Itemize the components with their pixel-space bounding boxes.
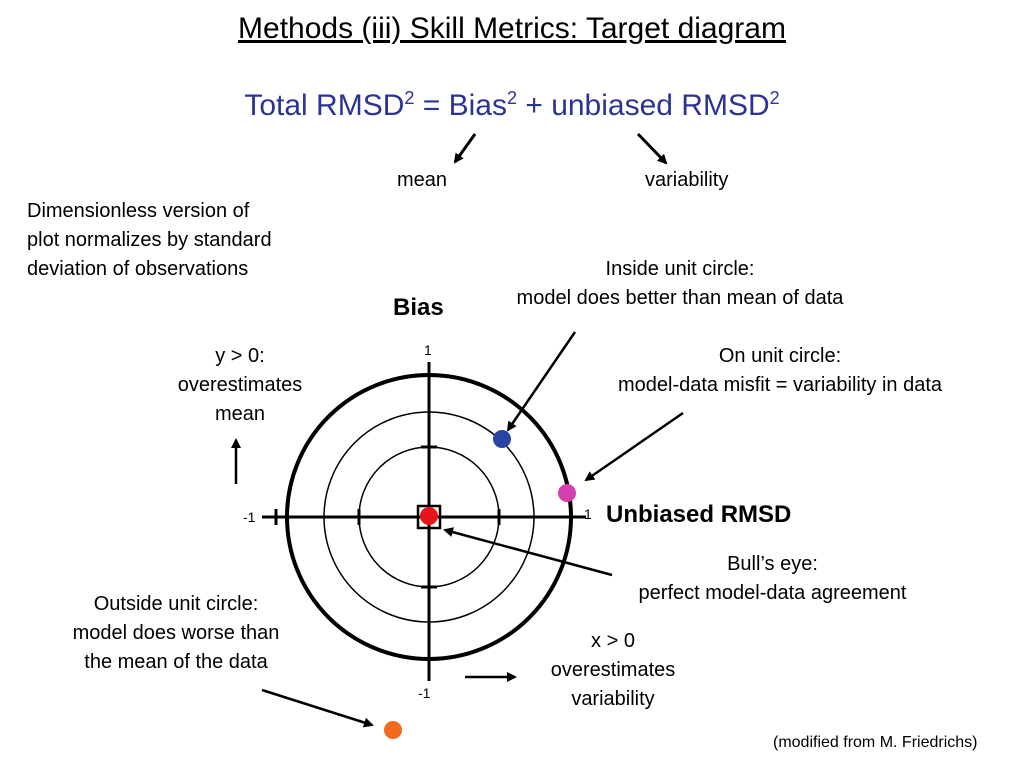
page-title: Methods (iii) Skill Metrics: Target diag… (238, 12, 786, 45)
variability-label: variability (645, 169, 729, 191)
bulls-eye-point (420, 507, 438, 525)
inside-point (493, 430, 511, 448)
bias-axis-label: Bias (393, 294, 444, 321)
x-ticks (274, 509, 573, 525)
mean-arrow (453, 133, 477, 164)
inside-arrow (506, 331, 577, 432)
y-tick-bottom-label: -1 (418, 685, 431, 701)
outside-circle-note: Outside unit circle: model does worse th… (72, 593, 280, 673)
y-positive-note: y > 0: overestimates mean (177, 345, 303, 425)
x-positive-note: x > 0 overestimates variability (550, 630, 676, 710)
on-circle-point (558, 484, 576, 502)
y-tick-top-label: 1 (424, 342, 432, 358)
dimensionless-note: Dimensionless version of plot normalizes… (27, 200, 272, 280)
on-circle-arrow (584, 411, 684, 482)
bulls-eye-arrow (443, 527, 613, 577)
inside-circle-note: Inside unit circle: model does better th… (516, 258, 844, 309)
x-tick-left-label: -1 (243, 509, 256, 525)
bulls-eye-note: Bull’s eye: perfect model-data agreement (638, 553, 907, 604)
x-tick-right-label: 1 (584, 506, 592, 522)
on-circle-note: On unit circle: model-data misfit = vari… (617, 345, 943, 396)
unbiased-rmsd-axis-label: Unbiased RMSD (606, 501, 792, 528)
mean-label: mean (397, 169, 448, 191)
variability-arrow (636, 132, 668, 165)
y-ticks (421, 373, 437, 661)
credit-note: (modified from M. Friedrichs) (773, 734, 978, 751)
outside-point (384, 721, 402, 739)
outside-arrow (261, 688, 374, 728)
rmsd-formula: Total RMSD2 = Bias2 + unbiased RMSD2 (244, 88, 780, 122)
bulls-eye-square (416, 504, 442, 530)
